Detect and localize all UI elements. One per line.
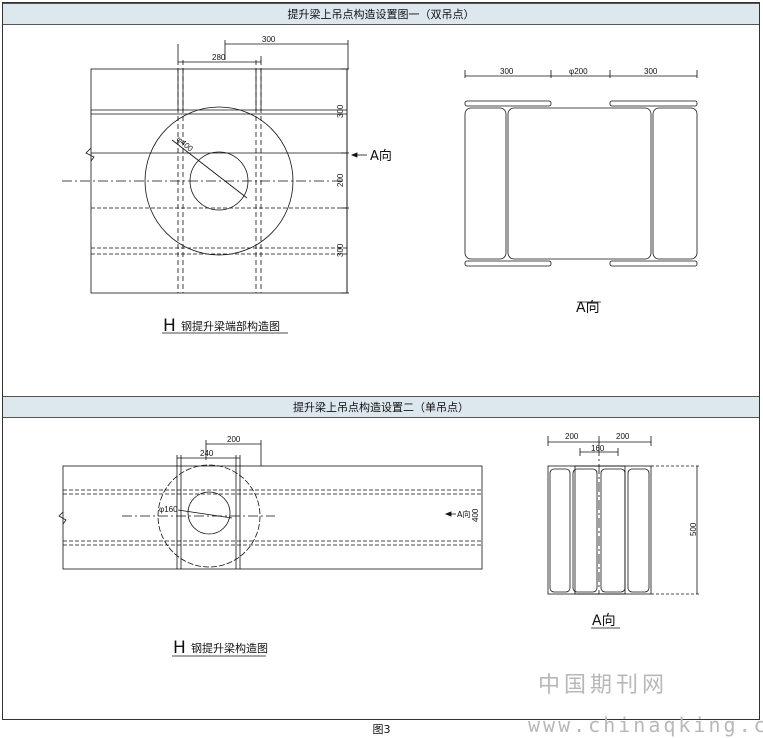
- s2-view-dim-500: 500: [689, 522, 698, 536]
- s1-caption-letter: H: [163, 316, 176, 336]
- s1-view-label: A向: [576, 300, 600, 316]
- s2-view-label: A向: [592, 613, 616, 629]
- s2-caption-letter: H: [173, 638, 186, 658]
- section2-a-view: [547, 436, 700, 629]
- s2-direction-label: A向: [457, 509, 470, 519]
- section2-beam-structure: [58, 440, 483, 657]
- s2-dim-top-200: 200: [227, 435, 241, 444]
- s2-dim-top-240: 240: [200, 449, 214, 458]
- s1-dim-top-280: 280: [212, 53, 226, 62]
- section1-end-structure: [62, 40, 367, 334]
- s1-direction-label: A向: [370, 148, 392, 164]
- s2-view-dim-160: 160: [591, 444, 605, 453]
- s1-dim-top-300: 300: [262, 35, 276, 44]
- s1-dim-right-200: 200: [336, 173, 345, 187]
- s2-left-caption: 钢提升梁构造图: [191, 641, 268, 655]
- s1-dim-right-300a: 300: [336, 104, 345, 118]
- s1-view-dim-200: φ200: [569, 67, 588, 76]
- s2-view-dim-200a: 200: [565, 432, 579, 441]
- s1-dim-right-300b: 300: [336, 243, 345, 257]
- section2-title: 提升梁上吊点构造设置二（单吊点）: [3, 396, 759, 418]
- watermark-url: www.chinaqking.com: [528, 713, 763, 737]
- s2-dim-right-400: 400: [471, 508, 480, 522]
- drawing-frame: [2, 2, 760, 720]
- s2-view-dim-200b: 200: [616, 432, 630, 441]
- s2-dim-circle: φ160: [159, 505, 178, 514]
- s1-view-dim-300a: 300: [500, 67, 514, 76]
- s1-left-caption: 钢提升梁端部构造图: [181, 319, 280, 333]
- section1-title: 提升梁上吊点构造设置图一（双吊点）: [3, 3, 759, 25]
- section1-a-view: [464, 70, 698, 303]
- figure-caption: 图3: [372, 723, 391, 736]
- watermark-cn: 中国期刊网: [538, 673, 669, 698]
- s1-view-dim-300b: 300: [644, 67, 658, 76]
